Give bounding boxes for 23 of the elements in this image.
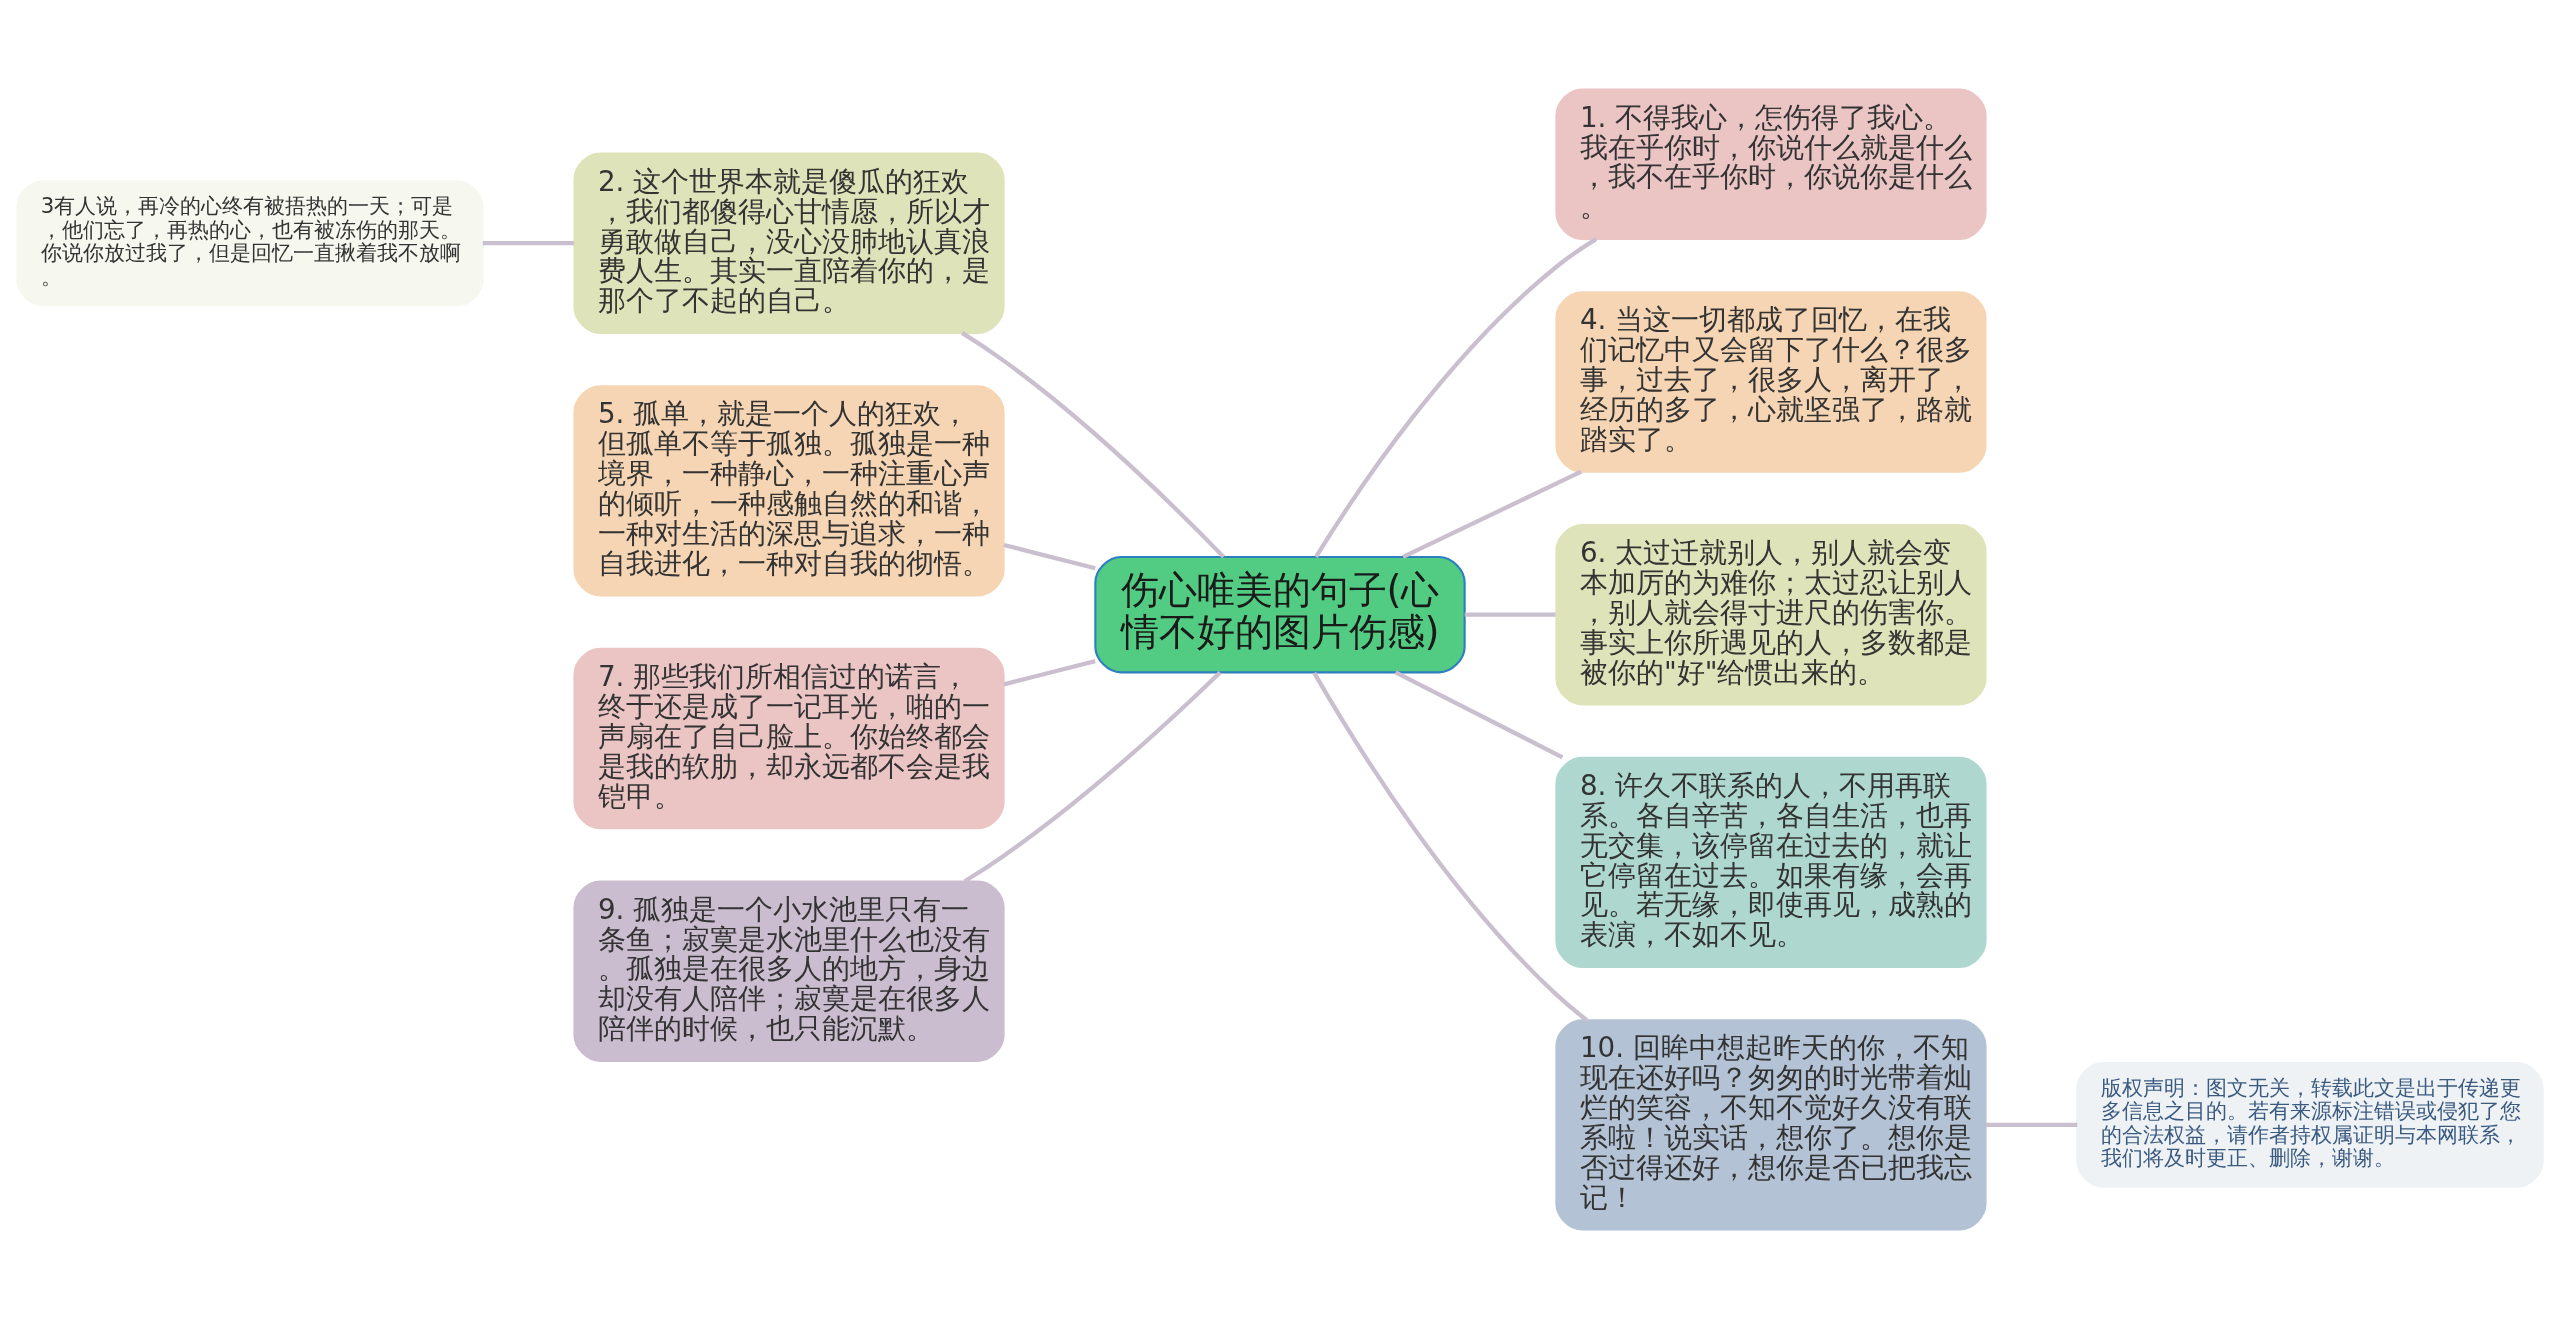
node-box: 1. 不得我心，怎伤得了我心。我在乎你时，你说什么就是什么，我不在乎你时，你说你是什么。 (1555, 88, 1987, 241)
connector (1003, 659, 1096, 687)
node-box: 伤心唯美的句子(心情不好的图片伤感) (1094, 555, 1466, 674)
node-box: 10. 回眸中想起昨天的你，不知现在还好吗？匆匆的时光带着灿烂的笑容，不知不觉好久没有联系啦！说实话，想你了。想你是否过得还好，想你是否已把我忘记！ (1555, 1019, 1987, 1231)
connector (482, 241, 574, 246)
connector (961, 331, 1226, 559)
connector (1312, 671, 1589, 1022)
node-box: 3有人说，再冷的心终有被捂热的一天；可是，他们忘了，再热的心，也有被冻伤的那天。你说你放过我了，但是回忆一直揪着我不放啊。 (16, 180, 484, 307)
node-box: 9. 孤独是一个小水池里只有一条鱼；寂寞是水池里什么也没有。孤独是在很多人的地方，身边却没有人陪伴；寂寞是在很多人陪伴的时候，也只能沉默。 (573, 880, 1005, 1062)
node-box: 5. 孤单，就是一个人的狂欢，但孤单不等于孤独。孤独是一种境界，一种静心，一种注重心声的倾听，一种感触自然的和谐，一种对生活的深思与追求，一种自我进化，一种对自我的彻悟。 (573, 385, 1005, 597)
connector (1314, 237, 1598, 559)
connector (1402, 469, 1583, 559)
node-box: 6. 太过迁就别人，别人就会变本加厉的为难你；太过忍让别人，别人就会得寸进尺的伤害你。事实上你所遇见的人，多数都是被你的"好"给惯出来的。 (1555, 523, 1987, 706)
node-box: 版权声明：图文无关，转载此文是出于传递更多信息之目的。若有来源标注错误或侵犯了您的合法权益，请作者持权属证明与本网联系，我们将及时更正、删除，谢谢。 (2076, 1061, 2544, 1188)
node-box: 7. 那些我们所相信过的诺言，终于还是成了一记耳光，啪的一声扇在了自己脸上。你始终都会是我的软肋，却永远都不会是我铠甲。 (573, 647, 1005, 830)
connector (1464, 612, 1556, 617)
node-box: 8. 许久不联系的人，不用再联系。各自辛苦，各自生活，也再无交集，该停留在过去的，就让它停留在过去。如果有缘，会再见。若无缘，即使再见，成熟的表演，不如不见。 (1555, 756, 1987, 968)
connector (1394, 670, 1564, 760)
connector (1003, 542, 1096, 571)
connector (963, 670, 1222, 884)
node-box: 2. 这个世界本就是傻瓜的狂欢，我们都傻得心甘情愿，所以才勇敢做自己，没心没肺地认真浪费人生。其实一直陪着你的，是那个了不起的自己。 (573, 152, 1005, 334)
connector (1986, 1122, 2078, 1127)
node-box: 4. 当这一切都成了回忆，在我们记忆中又会留下了什么？很多事，过去了，很多人，离开了，经历的多了，心就坚强了，路就踏实了。 (1555, 291, 1987, 473)
